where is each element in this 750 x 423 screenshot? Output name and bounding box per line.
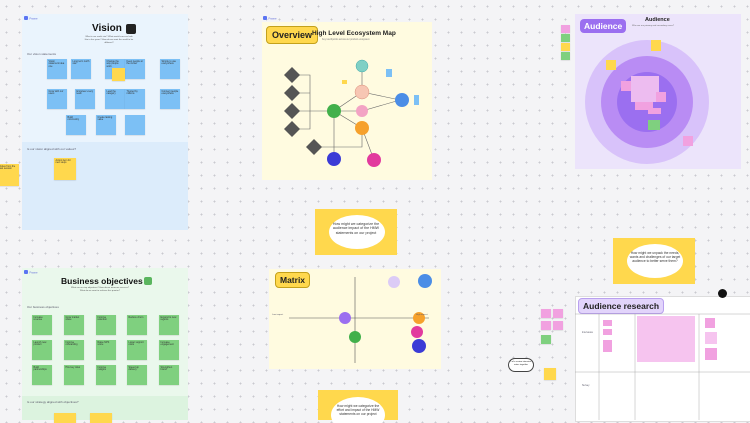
business-lower-note[interactable] xyxy=(90,413,112,423)
research-hmw-blob xyxy=(627,244,683,278)
vision-sticky-note[interactable]: Empower every team xyxy=(75,89,95,109)
vision-sticky-note[interactable]: Connect people everywhere xyxy=(160,89,180,109)
diagram-sticky xyxy=(342,80,347,84)
left-edge-note[interactable]: Notes from the last session xyxy=(0,164,19,186)
diagram-sticky xyxy=(386,69,392,77)
decision-diamond xyxy=(284,85,300,101)
business-icon xyxy=(144,277,152,285)
matrix-tag[interactable]: Matrix xyxy=(275,272,311,288)
research-label-survey: Survey xyxy=(582,384,590,387)
node-orange xyxy=(355,121,369,135)
business-sticky-note[interactable]: Grow market share xyxy=(64,315,84,335)
research-sticky[interactable] xyxy=(553,309,563,318)
business-sticky-note[interactable]: Hire key roles xyxy=(64,365,84,385)
node-navy xyxy=(327,152,341,166)
vision-lower-note[interactable]: Action item for next steps xyxy=(54,158,76,180)
business-sticky-note[interactable]: Launch new product xyxy=(32,340,52,360)
business-sticky-note[interactable]: Improve retention xyxy=(96,315,116,335)
audience-title: Audience xyxy=(645,17,670,23)
audience-side-sticky[interactable] xyxy=(561,34,570,42)
business-lower-label: Is our strategy aligned with objectives? xyxy=(27,400,79,404)
business-sticky-note[interactable]: Improve onboarding xyxy=(64,340,84,360)
matrix-axis-right: High impact xyxy=(416,314,428,316)
research-label-interviews: Interviews xyxy=(582,331,593,334)
hmw-blob xyxy=(329,215,385,249)
decision-diamond xyxy=(306,139,322,155)
audience-tag[interactable]: Audience xyxy=(580,19,627,33)
hmw-blob-bottom xyxy=(331,397,385,423)
research-sticky[interactable] xyxy=(541,321,551,330)
vision-frame-label[interactable]: Frame xyxy=(24,16,38,20)
hmw-top-text: How might we categorize the audience imp… xyxy=(332,222,380,235)
vision-sticker-icon xyxy=(126,24,136,34)
node-magenta xyxy=(367,153,381,167)
hmw-bottom-text: How might we categorize the effort and i… xyxy=(336,404,380,416)
audience-side-sticky[interactable] xyxy=(561,43,570,51)
business-sticky-note[interactable]: Raise NPS score xyxy=(96,340,116,360)
vision-accent-note[interactable] xyxy=(112,68,125,81)
node-green xyxy=(327,104,341,118)
audience-side-sticky[interactable] xyxy=(561,52,570,60)
research-avatar[interactable] xyxy=(718,289,727,298)
audience-subtitle: Who are our primary and secondary users? xyxy=(632,25,675,27)
business-sticky-note[interactable]: Strengthen brand xyxy=(159,365,179,385)
vision-sticky-note[interactable]: Long term north star xyxy=(71,59,91,79)
decision-diamond xyxy=(284,67,300,83)
comment-bubble[interactable]: Let's review interview notes together xyxy=(508,358,534,372)
audience-side-sticky[interactable] xyxy=(561,25,570,33)
business-desc: What are our top objectives? How do we m… xyxy=(70,287,130,292)
research-grid xyxy=(575,313,750,420)
business-title: Business objectives xyxy=(61,276,143,286)
research-sticky[interactable] xyxy=(541,335,551,344)
node-blue xyxy=(395,93,409,107)
vision-desc: What is our north star? What would succe… xyxy=(84,36,134,44)
research-hmw-text: How might we unpack the needs, wants and… xyxy=(629,251,681,263)
overview-subtitle: Key touchpoints across our product ecosy… xyxy=(322,39,370,41)
diagram-sticky xyxy=(414,95,419,105)
decision-diamond xyxy=(284,121,300,137)
vision-sticky-note[interactable]: Build community xyxy=(66,115,86,135)
decision-diamond xyxy=(284,103,300,119)
business-sticky-note[interactable]: Speed up delivery xyxy=(127,365,147,385)
business-sticky-note[interactable]: Build partnerships xyxy=(32,365,52,385)
audience-rings xyxy=(585,40,709,164)
vision-sticky-note[interactable] xyxy=(125,115,145,135)
overview-tag[interactable]: Overview xyxy=(266,26,319,44)
business-sticky-note[interactable]: Improve margins xyxy=(96,365,116,385)
vision-sticky-note[interactable]: Create lasting value xyxy=(96,115,116,135)
node-pink xyxy=(356,105,368,117)
research-sticky[interactable] xyxy=(553,321,563,330)
vision-section-label: Our vision statements xyxy=(27,52,57,56)
ecosystem-diagram xyxy=(284,59,419,167)
business-sticky-note[interactable]: Increase engagement xyxy=(159,340,179,360)
research-sticky[interactable] xyxy=(544,368,556,380)
vision-lower-label: Is our vision aligned with our values? xyxy=(27,147,77,151)
business-sticky-note[interactable]: Expand to new regions xyxy=(159,315,179,335)
node-teal xyxy=(355,59,369,73)
node-peach xyxy=(354,84,370,100)
vision-sticky-note[interactable]: Simple to use everywhere xyxy=(160,59,180,79)
vision-sticky-note[interactable]: Grow with our users xyxy=(47,89,67,109)
business-sticky-note[interactable]: Lower support costs xyxy=(127,340,147,360)
overview-title: High Level Ecosystem Map xyxy=(312,30,396,37)
vision-sticky-note[interactable]: Vision statement idea one xyxy=(47,59,67,79)
business-sticky-note[interactable]: Reduce churn xyxy=(127,315,147,335)
overview-frame-label[interactable]: Frame xyxy=(263,16,277,20)
research-sticky[interactable] xyxy=(541,309,551,318)
business-lower-note[interactable] xyxy=(54,413,76,423)
business-sticky-note[interactable]: Increase revenue xyxy=(32,315,52,335)
business-frame-label[interactable]: Frame xyxy=(24,270,38,274)
business-section-label: Our business objectives xyxy=(27,305,59,309)
vision-title: Vision xyxy=(92,23,122,34)
matrix-axis-left: Low impact xyxy=(272,314,284,316)
matrix-chart xyxy=(289,274,432,363)
vision-sticky-note[interactable]: Trusted by millions xyxy=(125,89,145,109)
research-tag[interactable]: Audience research xyxy=(578,298,665,314)
vision-sticky-note[interactable]: Keep people at the center xyxy=(125,59,145,79)
vision-sticky-note[interactable]: Lead the category xyxy=(105,89,125,109)
